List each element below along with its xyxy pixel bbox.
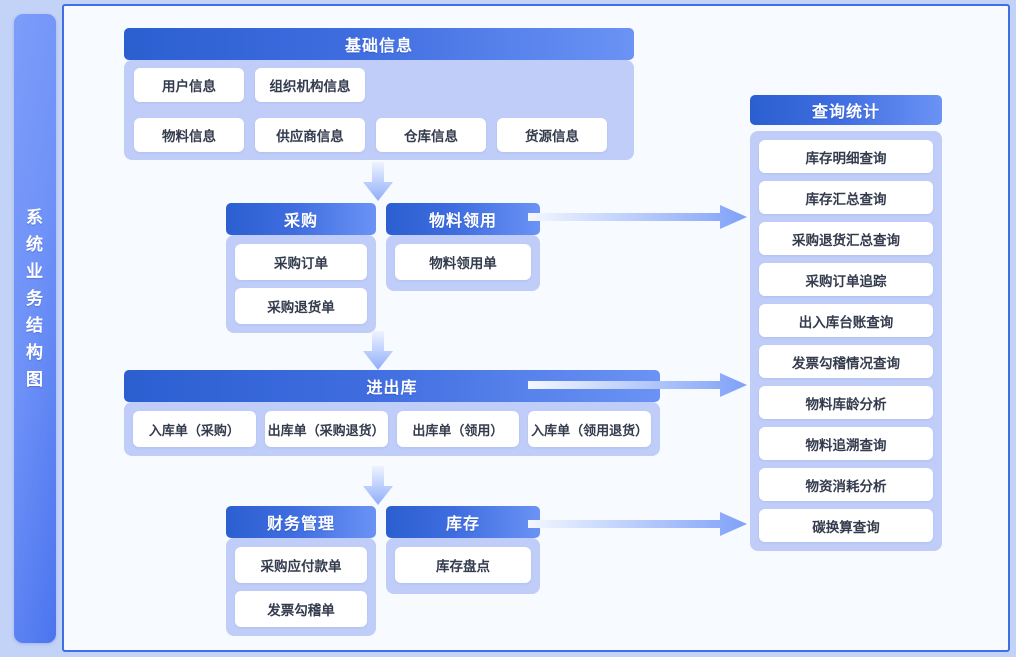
group-basic-info: 基础信息 用户信息 组织机构信息 物料信息 供应商信息 仓库信息 货源信息 (124, 28, 634, 160)
sidebar-title-text: 系统业务结构图 (26, 208, 44, 389)
arrow-down-icon-3 (363, 466, 393, 505)
group-purchase-body: 采购订单 采购退货单 (226, 235, 376, 333)
node-purchase-order[interactable]: 采购订单 (235, 244, 367, 280)
node-org-info[interactable]: 组织机构信息 (255, 68, 365, 102)
arrow-down-icon-2 (363, 331, 393, 370)
group-finance: 财务管理 采购应付款单 发票勾稽单 (226, 506, 376, 636)
node-source-info[interactable]: 货源信息 (497, 118, 607, 152)
node-stock-count[interactable]: 库存盘点 (395, 547, 531, 583)
node-purchase-payable[interactable]: 采购应付款单 (235, 547, 367, 583)
node-purchase-order-tracking[interactable]: 采购订单追踪 (759, 263, 933, 296)
group-query-statistics-header: 查询统计 (750, 95, 942, 125)
node-inout-ledger-query[interactable]: 出入库台账查询 (759, 304, 933, 337)
node-outbound-requisition[interactable]: 出库单（领用） (396, 411, 520, 447)
group-query-statistics-body: 库存明细查询 库存汇总查询 采购退货汇总查询 采购订单追踪 出入库台账查询 发票… (750, 131, 942, 551)
node-material-info[interactable]: 物料信息 (134, 118, 244, 152)
group-basic-info-row-2: 物料信息 供应商信息 仓库信息 货源信息 (134, 118, 624, 152)
node-material-traceability-query[interactable]: 物料追溯查询 (759, 427, 933, 460)
group-purchase: 采购 采购订单 采购退货单 (226, 203, 376, 333)
node-material-age-analysis[interactable]: 物料库龄分析 (759, 386, 933, 419)
node-purchase-return-summary-query[interactable]: 采购退货汇总查询 (759, 222, 933, 255)
node-stock-summary-query[interactable]: 库存汇总查询 (759, 181, 933, 214)
group-inventory-header: 库存 (386, 506, 540, 538)
diagram-panel: 基础信息 用户信息 组织机构信息 物料信息 供应商信息 仓库信息 货源信息 (62, 4, 1010, 652)
node-outbound-purchase-return[interactable]: 出库单（采购退货） (264, 411, 388, 447)
group-finance-header: 财务管理 (226, 506, 376, 538)
group-query-statistics: 查询统计 库存明细查询 库存汇总查询 采购退货汇总查询 采购订单追踪 出入库台账… (750, 95, 942, 551)
arrow-down-icon-1 (363, 162, 393, 201)
node-material-requisition-form[interactable]: 物料领用单 (395, 244, 531, 280)
arrow-right-icon-3 (528, 512, 747, 536)
node-inbound-requisition-return[interactable]: 入库单（领用退货） (528, 411, 651, 447)
group-material-requisition-header: 物料领用 (386, 203, 540, 235)
node-supplier-info[interactable]: 供应商信息 (255, 118, 365, 152)
node-material-consumption-analysis[interactable]: 物资消耗分析 (759, 468, 933, 501)
node-warehouse-info[interactable]: 仓库信息 (376, 118, 486, 152)
node-stock-detail-query[interactable]: 库存明细查询 (759, 140, 933, 173)
group-inventory-body: 库存盘点 (386, 538, 540, 594)
node-carbon-conversion-query[interactable]: 碳换算查询 (759, 509, 933, 542)
group-inout-warehouse-body: 入库单（采购） 出库单（采购退货） 出库单（领用） 入库单（领用退货） (124, 402, 660, 456)
group-basic-info-body: 用户信息 组织机构信息 物料信息 供应商信息 仓库信息 货源信息 (124, 60, 634, 160)
arrow-right-icon-2 (528, 373, 747, 397)
node-invoice-reconciliation-query[interactable]: 发票勾稽情况查询 (759, 345, 933, 378)
node-invoice-reconciliation[interactable]: 发票勾稽单 (235, 591, 367, 627)
group-inventory: 库存 库存盘点 (386, 506, 540, 594)
group-finance-body: 采购应付款单 发票勾稽单 (226, 538, 376, 636)
group-material-requisition-body: 物料领用单 (386, 235, 540, 291)
node-purchase-return[interactable]: 采购退货单 (235, 288, 367, 324)
sidebar-title-bar: 系统业务结构图 (14, 14, 56, 643)
node-inbound-purchase[interactable]: 入库单（采购） (133, 411, 256, 447)
group-basic-info-header: 基础信息 (124, 28, 634, 60)
group-purchase-header: 采购 (226, 203, 376, 235)
group-basic-info-row-1: 用户信息 组织机构信息 (134, 68, 624, 102)
group-material-requisition: 物料领用 物料领用单 (386, 203, 540, 291)
arrow-right-icon-1 (528, 205, 747, 229)
node-user-info[interactable]: 用户信息 (134, 68, 244, 102)
group-inout-warehouse: 进出库 入库单（采购） 出库单（采购退货） 出库单（领用） 入库单（领用退货） (124, 370, 660, 456)
